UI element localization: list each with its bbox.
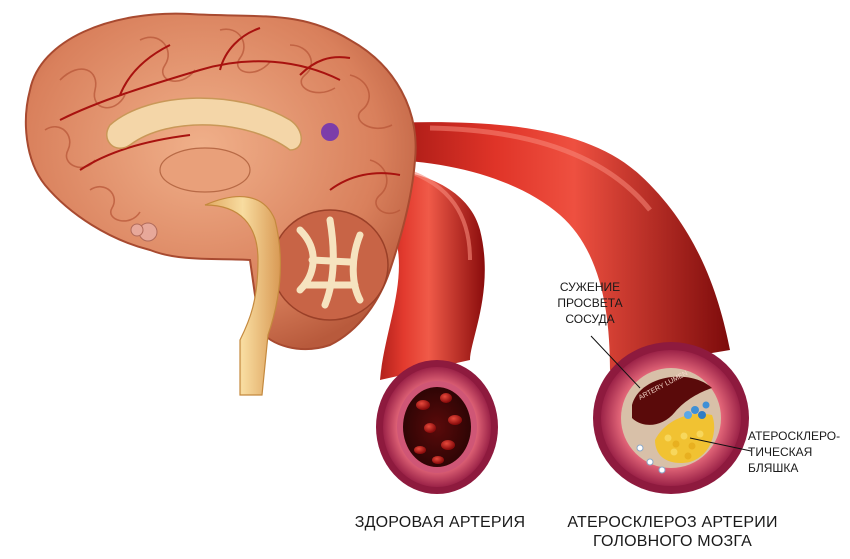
narrowing-label-line-2: ПРОСВЕТА bbox=[557, 296, 623, 310]
brain-sagittal-section bbox=[24, 12, 417, 396]
healthy-caption-text: ЗДОРОВАЯ АРТЕРИЯ bbox=[354, 514, 526, 531]
occlusion-spot bbox=[321, 123, 339, 141]
narrowed-lumen bbox=[632, 376, 712, 425]
plaque-label-line-2: ТИЧЕСКАЯ bbox=[748, 445, 813, 459]
plaque-label-line-3: БЛЯШКА bbox=[748, 461, 799, 475]
brainstem bbox=[204, 196, 281, 396]
red-blood-cells bbox=[414, 393, 462, 464]
healthy-artery-cross-section bbox=[376, 360, 498, 494]
narrowing-label-line-1: СУЖЕНИЕ bbox=[559, 280, 621, 294]
diseased-artery-caption: АТЕРОСКЛЕРОЗ АРТЕРИИ ГОЛОВНОГО МОЗГА bbox=[555, 513, 790, 551]
diseased-caption-line-1: АТЕРОСКЛЕРОЗ АРТЕРИИ bbox=[567, 514, 778, 531]
plaque-label-line-1: АТЕРОСКЛЕРО- bbox=[748, 429, 841, 443]
narrowing-label-line-3: СОСУДА bbox=[565, 312, 615, 326]
diseased-artery-tube bbox=[340, 122, 730, 370]
cerebellum bbox=[271, 209, 389, 321]
plaque-leader-line bbox=[689, 437, 752, 452]
healthy-artery-caption: ЗДОРОВАЯ АРТЕРИЯ bbox=[345, 513, 535, 532]
diseased-caption-line-2: ГОЛОВНОГО МОЗГА bbox=[592, 533, 752, 550]
diseased-artery-cross-section: ARTERY LUMEN bbox=[593, 342, 749, 494]
narrowing-label: СУЖЕНИЕ ПРОСВЕТА СОСУДА bbox=[548, 279, 632, 327]
plaque-label: АТЕРОСКЛЕРО- ТИЧЕСКАЯ БЛЯШКА bbox=[748, 428, 846, 476]
atherosclerotic-plaque bbox=[636, 401, 715, 474]
narrowing-leader-line bbox=[590, 335, 641, 389]
